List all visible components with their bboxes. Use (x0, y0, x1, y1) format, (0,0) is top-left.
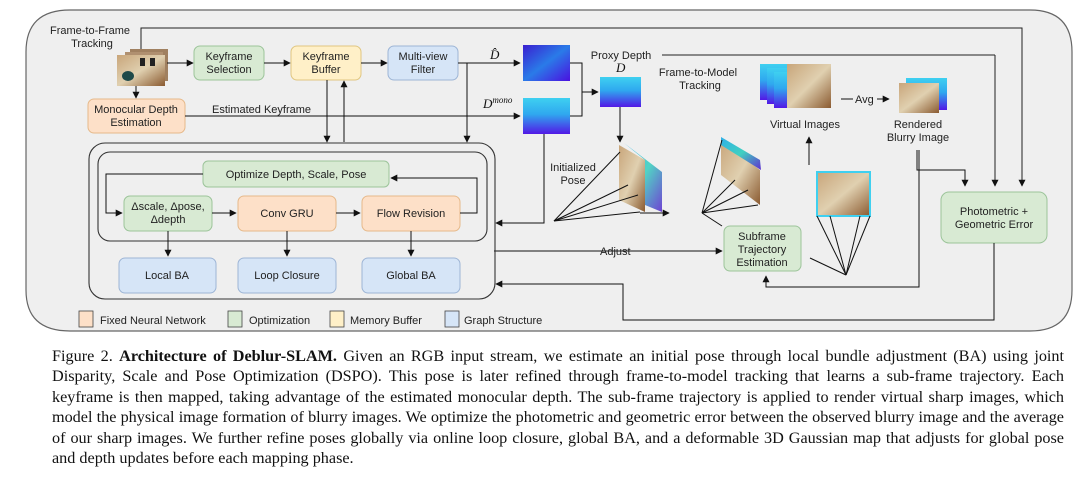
local-ba-box[interactable]: Local BA (118, 257, 217, 294)
svg-text:Trajectory: Trajectory (738, 244, 787, 256)
proxy-depth-image (600, 77, 641, 107)
svg-text:Multi-view: Multi-view (399, 51, 448, 63)
svg-text:Selection: Selection (206, 64, 251, 76)
svg-text:Δscale, Δpose,: Δscale, Δpose, (131, 201, 204, 213)
refined-pose-frame (721, 140, 760, 205)
svg-text:Estimation: Estimation (736, 257, 787, 269)
input-frames-image (117, 49, 168, 86)
d-proxy-label: D (615, 60, 626, 75)
keyframe-selection-box[interactable]: Keyframe Selection (193, 45, 265, 81)
svg-text:Memory Buffer: Memory Buffer (350, 315, 422, 327)
d-mono-label: Dmono (482, 95, 513, 111)
d-mono-depth-image (523, 98, 570, 134)
conv-gru-box[interactable]: Conv GRU (237, 195, 337, 232)
flow-revision-box[interactable]: Flow Revision (361, 195, 461, 232)
rendered-blurry-label: Rendered (894, 119, 942, 131)
legend-item-optimization: Optimization (227, 310, 310, 328)
proxy-depth-label: Proxy Depth (591, 50, 652, 62)
svg-text:Subframe: Subframe (738, 231, 786, 243)
sharp-image (816, 171, 871, 217)
top-connector (140, 27, 1026, 187)
svg-text:Global BA: Global BA (386, 270, 436, 282)
virtual-images-label: Virtual Images (770, 119, 841, 131)
loop-closure-box[interactable]: Loop Closure (237, 257, 337, 294)
global-ba-box[interactable]: Global BA (361, 257, 461, 294)
svg-text:Monocular Depth: Monocular Depth (94, 104, 178, 116)
keyframe-buffer-box[interactable]: Keyframe Buffer (290, 45, 362, 81)
d-hat-depth-image (523, 45, 570, 81)
delta-box[interactable]: Δscale, Δpose, Δdepth (123, 195, 213, 232)
svg-text:Keyframe: Keyframe (205, 51, 252, 63)
svg-text:Optimization: Optimization (249, 315, 310, 327)
svg-text:Filter: Filter (411, 64, 436, 76)
dspo-inner-loop (97, 151, 488, 242)
architecture-diagram: Frame-to-Frame Tracking Keyframe Selecti… (25, 9, 1073, 332)
figure-caption: Figure 2. Architecture of Deblur-SLAM. G… (52, 346, 1064, 468)
svg-text:Flow Revision: Flow Revision (377, 208, 445, 220)
svg-text:Geometric Error: Geometric Error (955, 219, 1034, 231)
rendered-blurry-image (899, 83, 939, 113)
rendered-blurry-label-2: Blurry Image (887, 132, 949, 144)
virtual-images-stack (760, 64, 831, 108)
svg-text:Optimize Depth, Scale, Pose: Optimize Depth, Scale, Pose (226, 169, 367, 181)
frame-to-frame-label-2: Tracking (71, 38, 113, 50)
d-hat-label: D̂ (489, 47, 500, 62)
frame-to-model-label: Frame-to-Model (659, 67, 737, 79)
legend-item-memory-buffer: Memory Buffer (329, 310, 422, 328)
frame-to-model-label-2: Tracking (679, 80, 721, 92)
svg-text:Conv GRU: Conv GRU (260, 208, 313, 220)
avg-label: Avg (855, 94, 874, 106)
initialized-pose-label-2: Pose (560, 175, 585, 187)
svg-text:Loop Closure: Loop Closure (254, 270, 319, 282)
estimated-keyframe-label: Estimated Keyframe (212, 104, 311, 116)
subframe-trajectory-box[interactable]: Subframe Trajectory Estimation (723, 225, 802, 272)
legend: Fixed Neural Network Optimization Memory… (78, 310, 542, 328)
optimize-depth-scale-pose-box[interactable]: Optimize Depth, Scale, Pose (202, 160, 390, 188)
frame-to-frame-label: Frame-to-Frame (50, 25, 130, 37)
caption-body: Given an RGB input stream, we estimate a… (52, 347, 1065, 468)
dspo-outer-container (88, 142, 496, 300)
multiview-filter-box[interactable]: Multi-view Filter (387, 45, 459, 81)
caption-prefix: Figure 2. (52, 347, 113, 365)
svg-text:Graph Structure: Graph Structure (464, 315, 542, 327)
initialized-pose-label: Initialized (550, 162, 596, 174)
adjust-label: Adjust (600, 246, 631, 258)
svg-text:Estimation: Estimation (110, 117, 161, 129)
legend-item-fixed-neural-network: Fixed Neural Network (78, 310, 206, 328)
legend-item-graph-structure: Graph Structure (444, 310, 542, 328)
mono-depth-box[interactable]: Monocular Depth Estimation (87, 98, 186, 134)
svg-text:Keyframe: Keyframe (302, 51, 349, 63)
svg-text:Fixed Neural Network: Fixed Neural Network (100, 315, 206, 327)
photometric-geometric-error-box[interactable]: Photometric + Geometric Error (940, 191, 1048, 244)
svg-text:Local BA: Local BA (145, 270, 190, 282)
svg-text:Photometric +: Photometric + (960, 206, 1028, 218)
initialized-pose-frame (619, 145, 645, 212)
svg-text:Δdepth: Δdepth (151, 214, 186, 226)
caption-title: Architecture of Deblur-SLAM. (119, 347, 337, 365)
svg-text:Buffer: Buffer (311, 64, 340, 76)
